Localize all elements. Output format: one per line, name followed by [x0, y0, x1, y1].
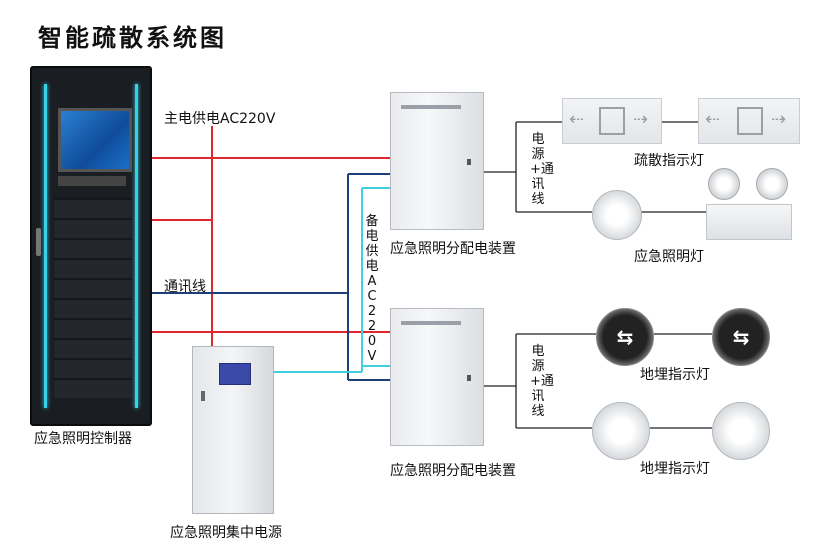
- dist-device-label-bottom: 应急照明分配电装置: [390, 463, 516, 479]
- cabinet-light-strip-left: [44, 84, 47, 408]
- double-arrow-icon: ⇆: [616, 325, 634, 349]
- distribution-box-bottom: [390, 308, 484, 446]
- exit-sign-icon: ⇠ ⇢: [562, 98, 662, 144]
- backup-power-label: 备电供电AC220V: [365, 214, 379, 364]
- main-power-label: 主电供电AC220V: [164, 111, 276, 127]
- controller-label: 应急照明控制器: [34, 431, 132, 447]
- floor-indicator-icon: [592, 402, 650, 460]
- dist-device-label-top: 应急照明分配电装置: [390, 241, 516, 257]
- box-lock: [467, 159, 471, 165]
- lamp-head-icon: [756, 168, 788, 200]
- central-power-label: 应急照明集中电源: [170, 525, 282, 541]
- cabinet-light-strip-right: [135, 84, 138, 408]
- running-man-icon: [599, 107, 625, 135]
- arrow-right-icon: ⇢: [633, 109, 649, 130]
- running-man-icon: [737, 107, 763, 135]
- double-arrow-icon: ⇆: [732, 325, 750, 349]
- cabinet-handle: [36, 228, 41, 256]
- box-nameplate: [401, 105, 461, 109]
- floor-light-label-bottom: 地埋指示灯: [640, 461, 710, 477]
- arrow-right-icon: ⇢: [771, 109, 787, 130]
- box-lock: [467, 375, 471, 381]
- floor-indicator-icon: ⇆: [596, 308, 654, 366]
- emergency-light-label: 应急照明灯: [634, 249, 704, 265]
- controller-screen: [58, 108, 132, 172]
- main-power-wires: [150, 126, 390, 346]
- controller-button-panel: [58, 176, 126, 186]
- device-wires: [484, 121, 716, 429]
- arrow-left-icon: ⇠: [705, 109, 721, 130]
- ceiling-emergency-light-icon: [592, 190, 642, 240]
- distribution-box-top: [390, 92, 484, 230]
- backup-power-wires: [272, 187, 390, 373]
- diagram-title: 智能疏散系统图: [38, 24, 227, 52]
- comm-line-label: 通讯线: [164, 279, 206, 295]
- comm-wires: [150, 173, 390, 381]
- floor-indicator-icon: [712, 402, 770, 460]
- central-power-source: [192, 346, 274, 514]
- lamp-head-icon: [708, 168, 740, 200]
- cabinet-door-grille: [54, 198, 132, 398]
- floor-light-label-top: 地埋指示灯: [640, 367, 710, 383]
- arrow-left-icon: ⇠: [569, 109, 585, 130]
- power-source-display: [219, 363, 251, 385]
- floor-indicator-icon: ⇆: [712, 308, 770, 366]
- evac-light-label: 疏散指示灯: [634, 153, 704, 169]
- power-source-lock: [201, 391, 205, 401]
- box-nameplate: [401, 321, 461, 325]
- twin-head-emergency-light-icon: [706, 204, 792, 240]
- power-comm-label-top: 电源+通讯线: [530, 132, 554, 207]
- emergency-lighting-controller: [30, 66, 152, 426]
- power-comm-label-bottom: 电源+通讯线: [530, 344, 554, 419]
- exit-sign-icon: ⇠ ⇢: [698, 98, 800, 144]
